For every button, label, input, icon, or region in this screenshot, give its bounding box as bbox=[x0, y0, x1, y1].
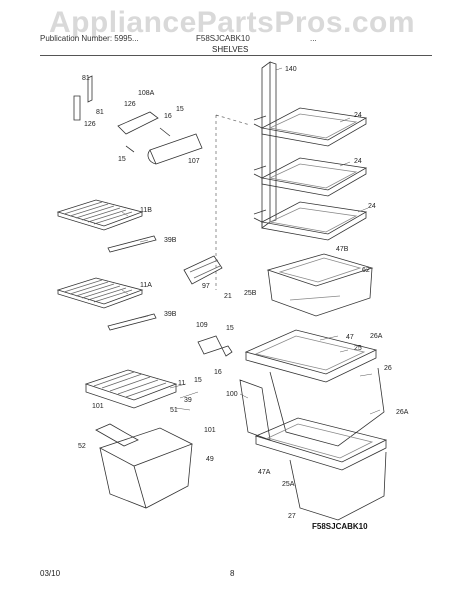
callout-49: 49 bbox=[206, 456, 214, 463]
watermark: AppliancePartsPros.com bbox=[48, 6, 416, 39]
callout-140: 140 bbox=[285, 66, 297, 73]
callout-100: 100 bbox=[226, 391, 238, 398]
wire-shelf-11a bbox=[56, 277, 144, 309]
publication-number: Publication Number: 5995... bbox=[40, 34, 139, 43]
callout-126: 126 bbox=[124, 101, 136, 108]
callout-51: 51 bbox=[170, 407, 178, 414]
callout-107: 107 bbox=[188, 158, 200, 165]
callout-11: 11 bbox=[178, 380, 185, 387]
callout-26: 26 bbox=[384, 365, 392, 372]
callout-108a: 108A bbox=[138, 90, 155, 97]
page-number: 8 bbox=[230, 569, 235, 578]
footer-date: 03/10 bbox=[40, 569, 61, 578]
callout-15: 15 bbox=[226, 325, 234, 332]
roller-assembly bbox=[183, 255, 223, 285]
crisper-control-109 bbox=[197, 335, 233, 357]
callout-25a: 25A bbox=[282, 481, 295, 488]
model-number: F58SJCABK10 bbox=[196, 34, 250, 43]
header-rule bbox=[40, 55, 432, 56]
callout-47a: 47A bbox=[258, 469, 271, 476]
callout-24: 24 bbox=[368, 203, 376, 210]
glass-shelf-middle bbox=[253, 157, 368, 197]
callout-15: 15 bbox=[176, 106, 184, 113]
crisper-drawer-large bbox=[244, 329, 385, 447]
callout-62: 62 bbox=[362, 267, 370, 274]
callout-39b: 39B bbox=[164, 311, 177, 318]
wire-shelf-11b bbox=[56, 199, 144, 231]
crisper-drawer-bottom bbox=[254, 417, 388, 521]
callout-39: 39 bbox=[184, 397, 192, 404]
callout-15: 15 bbox=[118, 156, 126, 163]
callout-109: 109 bbox=[196, 322, 208, 329]
callout-101: 101 bbox=[204, 427, 216, 434]
callout-81: 81 bbox=[96, 109, 104, 116]
callout-39b: 39B bbox=[164, 237, 177, 244]
callout-11a: 11A bbox=[140, 282, 152, 289]
section-title: SHELVES bbox=[212, 45, 249, 54]
callout-16: 16 bbox=[164, 113, 172, 120]
callout-25: 25 bbox=[354, 345, 362, 352]
callout-16: 16 bbox=[214, 369, 222, 376]
callout-26a: 26A bbox=[396, 409, 409, 416]
callout-24: 24 bbox=[354, 112, 362, 119]
wire-shelf-11 bbox=[84, 369, 178, 409]
shelf-trim-39b-upper bbox=[107, 235, 157, 253]
callout-24: 24 bbox=[354, 158, 362, 165]
shelf-support-52 bbox=[95, 423, 139, 447]
callout-26a: 26A bbox=[370, 333, 383, 340]
storage-bin-49 bbox=[98, 427, 193, 509]
callout-27: 27 bbox=[288, 513, 296, 520]
callout-21: 21 bbox=[224, 293, 232, 300]
callout-81: 81 bbox=[82, 75, 90, 82]
crisper-divider-100 bbox=[239, 379, 271, 441]
glass-shelf-lower bbox=[253, 201, 368, 241]
callout-47b: 47B bbox=[336, 246, 349, 253]
glass-shelf-top bbox=[253, 107, 368, 147]
shelf-trim-39b-lower bbox=[107, 313, 157, 331]
callout-126: 126 bbox=[84, 121, 96, 128]
callout-47: 47 bbox=[346, 334, 354, 341]
shelf-rail bbox=[261, 61, 277, 229]
callout-11b: 11B bbox=[140, 207, 152, 214]
callout-15: 15 bbox=[194, 377, 202, 384]
shelf-bracket-assembly bbox=[73, 75, 203, 165]
callout-101: 101 bbox=[92, 403, 104, 410]
diagram-code: F58SJCABK10 bbox=[312, 522, 368, 531]
callout-52: 52 bbox=[78, 443, 86, 450]
callout-97: 97 bbox=[202, 283, 210, 290]
header-right: ... bbox=[310, 34, 317, 43]
crisper-drawer-upper bbox=[266, 253, 374, 317]
callout-25b: 25B bbox=[244, 290, 257, 297]
